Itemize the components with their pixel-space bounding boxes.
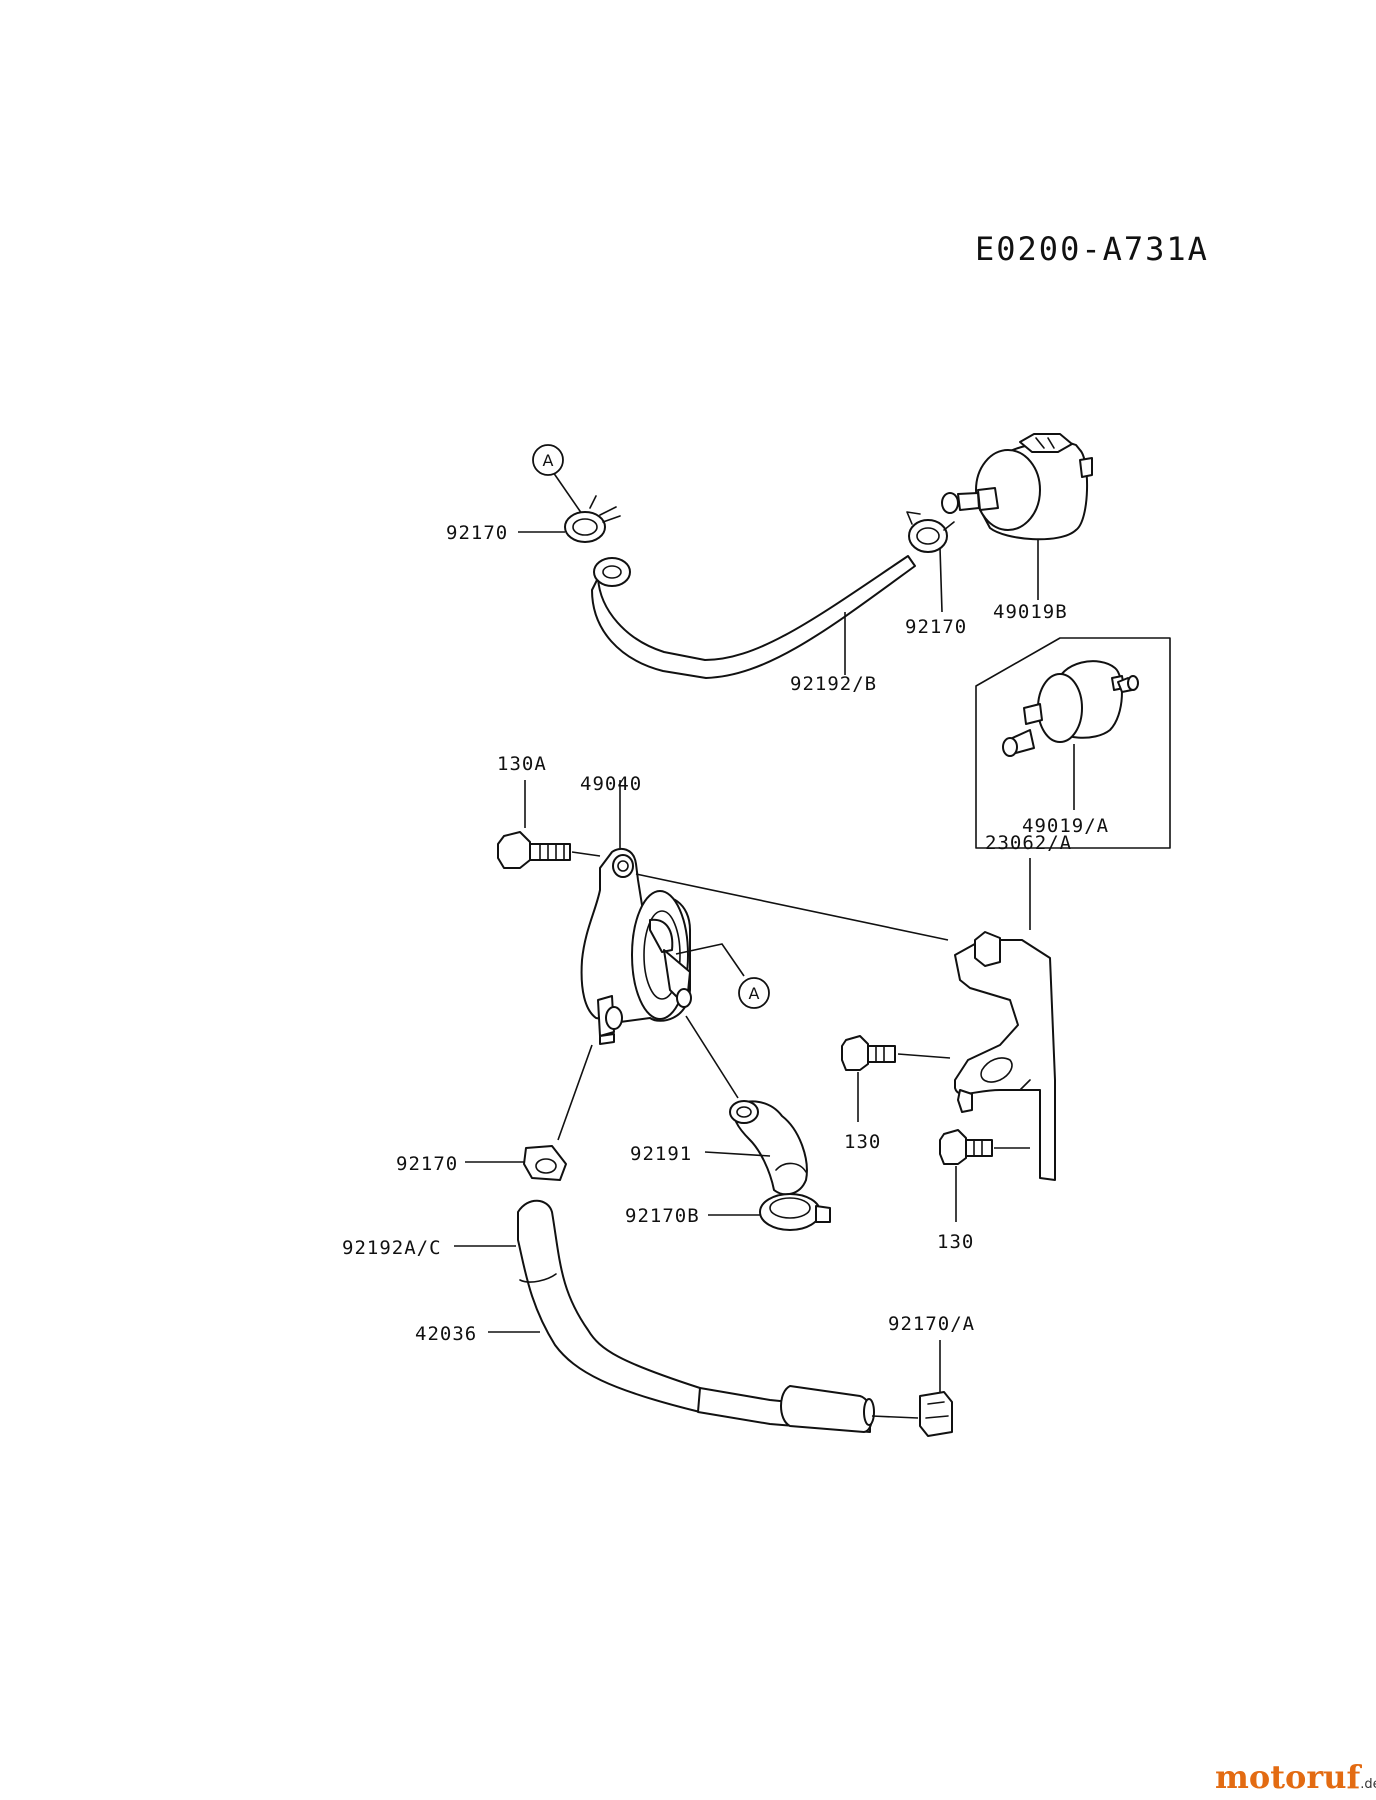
svg-text:A: A xyxy=(543,451,554,470)
label-92170-mid: 92170 xyxy=(396,1153,458,1175)
label-42036: 42036 xyxy=(415,1323,477,1345)
hose-clip-mid xyxy=(523,1145,567,1181)
hose-clip-top-right xyxy=(906,511,955,553)
label-130-lower: 130 xyxy=(937,1231,974,1253)
fuel-pump xyxy=(580,847,692,1045)
bolt-130a xyxy=(497,831,571,869)
label-92170b: 92170B xyxy=(625,1205,700,1227)
label-92191: 92191 xyxy=(630,1143,692,1165)
label-49019b: 49019B xyxy=(993,601,1068,623)
label-49040: 49040 xyxy=(580,773,642,795)
diagram-code: E0200-A731A xyxy=(975,230,1209,268)
ref-marker-a-top: A xyxy=(532,444,583,515)
label-49019-a: 49019/A xyxy=(1022,815,1109,837)
ref-marker-a-pump: A xyxy=(675,943,770,1009)
hose-clip-end xyxy=(919,1391,953,1437)
hose-clamp xyxy=(759,1193,831,1231)
label-92170-top-right: 92170 xyxy=(905,616,967,638)
label-92192-b: 92192/B xyxy=(790,673,877,695)
label-92192a-c: 92192A/C xyxy=(342,1237,442,1259)
label-92170-top-left: 92170 xyxy=(446,522,508,544)
bolt-130-upper xyxy=(841,1035,896,1071)
label-23062-a: 23062/A xyxy=(985,832,1072,854)
elbow-hose xyxy=(729,1100,808,1196)
bracket xyxy=(954,931,1056,1181)
fuel-filter xyxy=(941,433,1093,541)
hose-clip-top-left xyxy=(564,495,621,543)
fuel-hose-top xyxy=(591,555,916,679)
alt-filter-box xyxy=(975,637,1171,849)
svg-text:A: A xyxy=(749,984,760,1003)
label-130-upper: 130 xyxy=(844,1131,881,1153)
fuel-hose-main xyxy=(517,1199,875,1433)
label-92170-a: 92170/A xyxy=(888,1313,975,1335)
label-130a: 130A xyxy=(497,753,547,775)
bolt-130-lower xyxy=(939,1129,993,1165)
watermark-logo: motoruf.de xyxy=(1215,1758,1376,1796)
